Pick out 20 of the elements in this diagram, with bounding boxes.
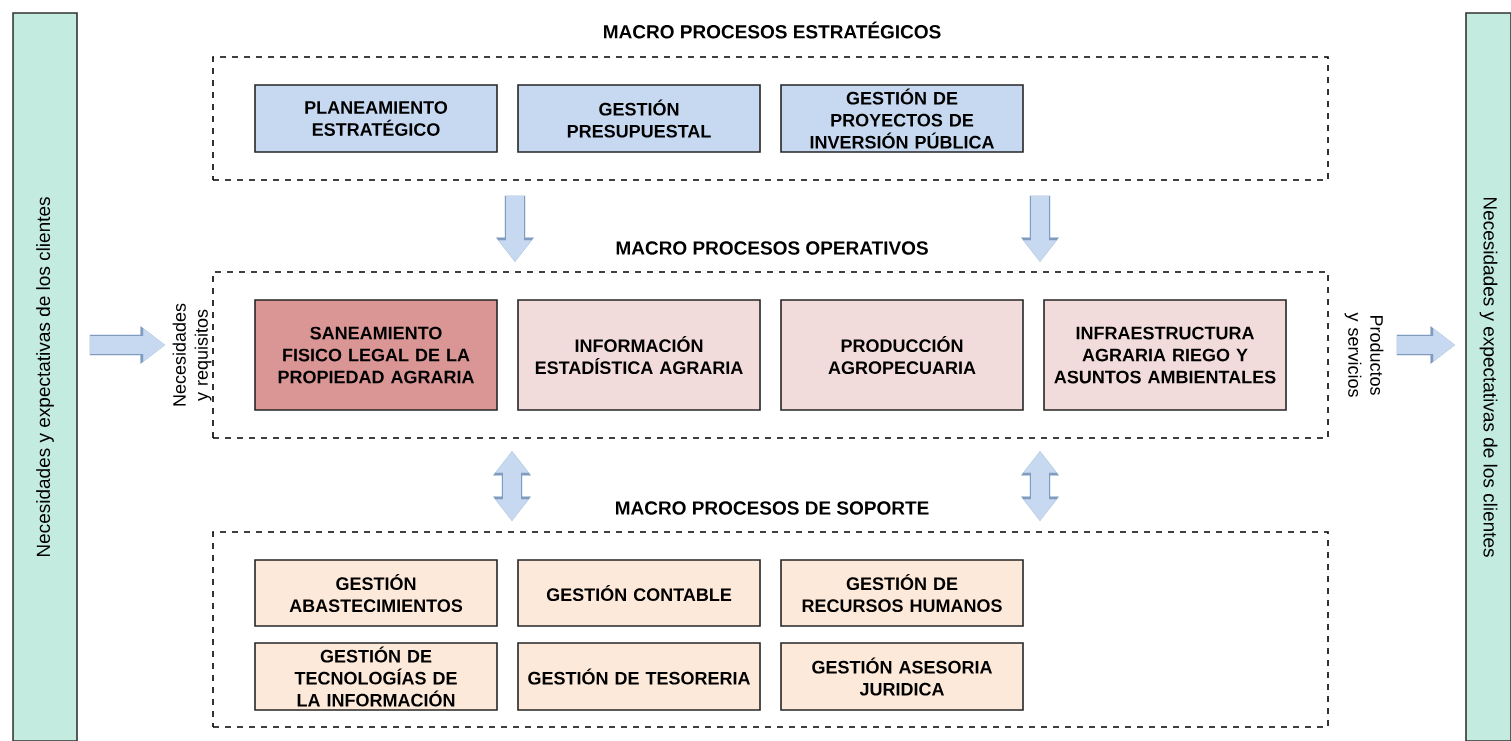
side-band: Necesidades y expectativas de los clientes — [12, 12, 78, 741]
process-box: SANEAMIENTO FISICO LEGAL DE LA PROPIEDAD AGRARIA — [254, 299, 498, 411]
process-box: PLANEAMIENTO ESTRATÉGICO — [254, 84, 498, 153]
group-heading: MACRO PROCESOS DE SOPORTE — [616, 501, 929, 515]
group-heading: MACRO PROCESOS ESTRATÉGICOS — [604, 21, 941, 39]
process-box: GESTIÓN DE RECURSOS HUMANOS — [780, 559, 1024, 627]
side-label: Productos y servicios — [1344, 312, 1384, 397]
process-box: GESTIÓN PRESUPUESTAL — [517, 84, 761, 153]
side-band: Necesidades y expectativas de los clientes — [1465, 12, 1511, 741]
side-label: Necesidades y requisitos — [172, 303, 212, 406]
process-box: GESTIÓN DE TECNOLOGÍAS DE LA INFORMACIÓN — [254, 642, 498, 711]
process-box: INFRAESTRUCTURA AGRARIA RIEGO Y ASUNTOS AMBIENTALES — [1043, 299, 1287, 411]
process-box: INFORMACIÓN ESTADÍSTICA AGRARIA — [517, 299, 761, 411]
process-box: GESTIÓN ABASTECIMIENTOS — [254, 559, 498, 627]
process-box: GESTIÓN DE PROYECTOS DE INVERSIÓN PÚBLICA — [780, 84, 1024, 153]
process-box: GESTIÓN ASESORIA JURIDICA — [780, 642, 1024, 711]
group-heading: MACRO PROCESOS OPERATIVOS — [616, 241, 928, 255]
process-box: GESTIÓN DE TESORERIA — [517, 642, 761, 711]
process-box: PRODUCCIÓN AGROPECUARIA — [780, 299, 1024, 411]
process-box: GESTIÓN CONTABLE — [517, 559, 761, 627]
